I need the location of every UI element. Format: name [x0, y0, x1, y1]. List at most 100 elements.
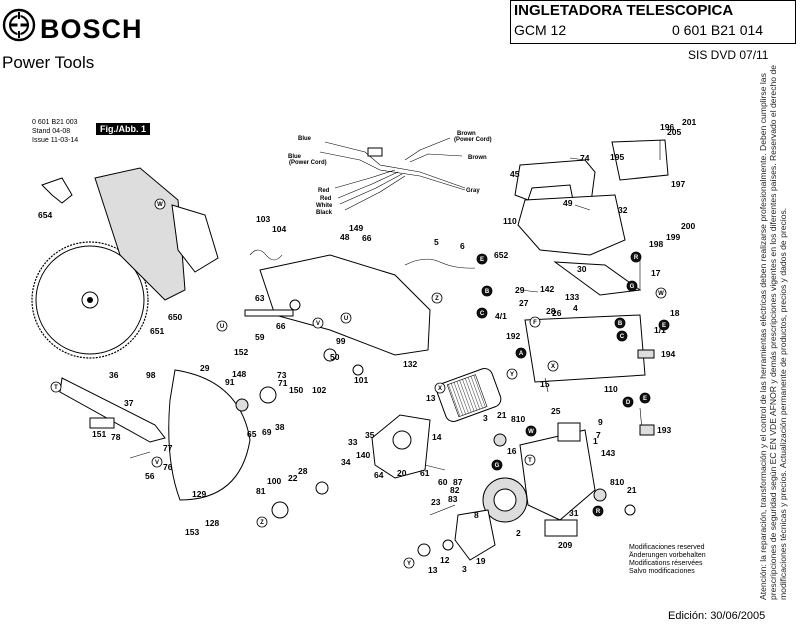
callout-g-filled: G	[626, 280, 638, 292]
part-label-195: 195	[610, 152, 624, 162]
label-plate	[544, 519, 578, 537]
foot-pad	[637, 349, 655, 359]
wire-label-brown: Brown	[457, 131, 476, 137]
part-label-63: 63	[255, 293, 265, 303]
callout-letter: E	[480, 257, 484, 263]
callout-letter: U	[344, 316, 348, 322]
part-label-37: 37	[124, 398, 134, 408]
part-label-194: 194	[661, 349, 675, 359]
part-label-149: 149	[349, 223, 363, 233]
part-label-151: 151	[92, 429, 106, 439]
part-label-140: 140	[356, 450, 370, 460]
part-label-23: 23	[431, 497, 441, 507]
callout-letter: W	[157, 202, 163, 208]
part-label-153: 153	[185, 527, 199, 537]
mods-line: Änderungen vorbehalten	[629, 552, 706, 559]
callout-y-open: Y	[403, 557, 415, 569]
part-label-110: 110	[604, 384, 618, 394]
callout-letter: U	[220, 324, 224, 330]
callout-z-open: Z	[256, 516, 268, 528]
part-label-91: 91	[225, 377, 235, 387]
part-label-810: 810	[511, 414, 525, 424]
motor-housing	[519, 429, 596, 521]
part-label-148: 148	[232, 369, 246, 379]
wire-label-brown-cord: (Power Cord)	[454, 137, 492, 143]
callout-y-open: Y	[506, 368, 518, 380]
mods-line: Modificaciones reserved	[629, 544, 705, 551]
callout-e-filled: E	[658, 319, 670, 331]
part-label-83: 83	[448, 494, 458, 504]
callout-e-filled: E	[639, 392, 651, 404]
part-label-18: 18	[670, 308, 680, 318]
part-label-78: 78	[111, 432, 121, 442]
mods-line: Modifications réservées	[629, 560, 703, 567]
part-label-64: 64	[374, 470, 384, 480]
document-title: INGLETADORA TELESCOPICA	[514, 2, 734, 19]
part-label-132: 132	[403, 359, 417, 369]
callout-letter: G	[495, 463, 500, 469]
callout-letter: X	[438, 386, 442, 392]
part-label-82: 82	[450, 485, 460, 495]
part-label-69: 69	[262, 427, 272, 437]
washer	[442, 539, 454, 551]
callout-b-filled: B	[614, 317, 626, 329]
sis-version: SIS DVD 07/11	[688, 48, 769, 62]
callout-u-open: U	[340, 312, 352, 324]
bearing	[417, 543, 431, 557]
part-label-129: 129	[192, 489, 206, 499]
callout-r-filled: R	[592, 505, 604, 517]
part-label-201: 201	[682, 117, 696, 127]
part-label-16: 16	[507, 446, 517, 456]
mods-line: Salvo modificaciones	[629, 568, 695, 575]
end-shield	[454, 509, 496, 561]
part-label-60: 60	[438, 477, 448, 487]
part-label-19: 19	[476, 556, 486, 566]
washer	[289, 299, 301, 311]
figure-badge: Fig./Abb. 1	[96, 123, 150, 135]
wire-label-brown2: Brown	[468, 155, 487, 161]
part-label-209: 209	[558, 540, 572, 550]
part-label-2: 2	[516, 528, 521, 538]
part-label-77: 77	[163, 443, 173, 453]
part-label-13: 13	[426, 393, 436, 403]
callout-w-open: W	[154, 198, 166, 210]
part-label-104: 104	[272, 224, 286, 234]
callout-letter: D	[626, 400, 631, 406]
part-label-29: 29	[200, 363, 210, 373]
part-label-192: 192	[506, 331, 520, 341]
part-label-21: 21	[497, 410, 507, 420]
callout-v-open: V	[151, 456, 163, 468]
armature	[436, 368, 502, 422]
part-label-25: 25	[551, 406, 561, 416]
part-label-65: 65	[247, 429, 257, 439]
callout-letter: E	[643, 396, 647, 402]
callout-letter: E	[662, 323, 666, 329]
callout-letter: T	[528, 458, 532, 464]
part-label-26: 26	[552, 308, 562, 318]
callout-v-open: V	[312, 317, 324, 329]
wire-harness	[319, 137, 466, 211]
part-label-14: 14	[432, 432, 442, 442]
part-label-128: 128	[205, 518, 219, 528]
part-label-98: 98	[146, 370, 156, 380]
part-label-76: 76	[163, 462, 173, 472]
callout-letter: A	[519, 351, 524, 357]
edition-date: Edición: 30/06/2005	[668, 610, 766, 622]
part-label-73: 73	[277, 370, 287, 380]
callout-b-filled: B	[481, 285, 493, 297]
part-label-198: 198	[649, 239, 663, 249]
part-label-36: 36	[109, 370, 119, 380]
part-label-87: 87	[453, 477, 463, 487]
meta-part-number: 0 601 B21 003	[32, 119, 78, 126]
meta-issue-value: 11-03-14	[50, 137, 79, 144]
spring	[249, 249, 283, 261]
shaft-rod	[244, 309, 294, 317]
part-label-45: 45	[510, 169, 520, 179]
part-label-150: 150	[289, 385, 303, 395]
part-label-9: 9	[598, 417, 603, 427]
brand-subtitle: Power Tools	[2, 53, 95, 72]
part-label-28: 28	[298, 466, 308, 476]
callout-letter: V	[316, 321, 320, 327]
part-label-29: 29	[515, 285, 525, 295]
saw-blade	[31, 241, 149, 359]
